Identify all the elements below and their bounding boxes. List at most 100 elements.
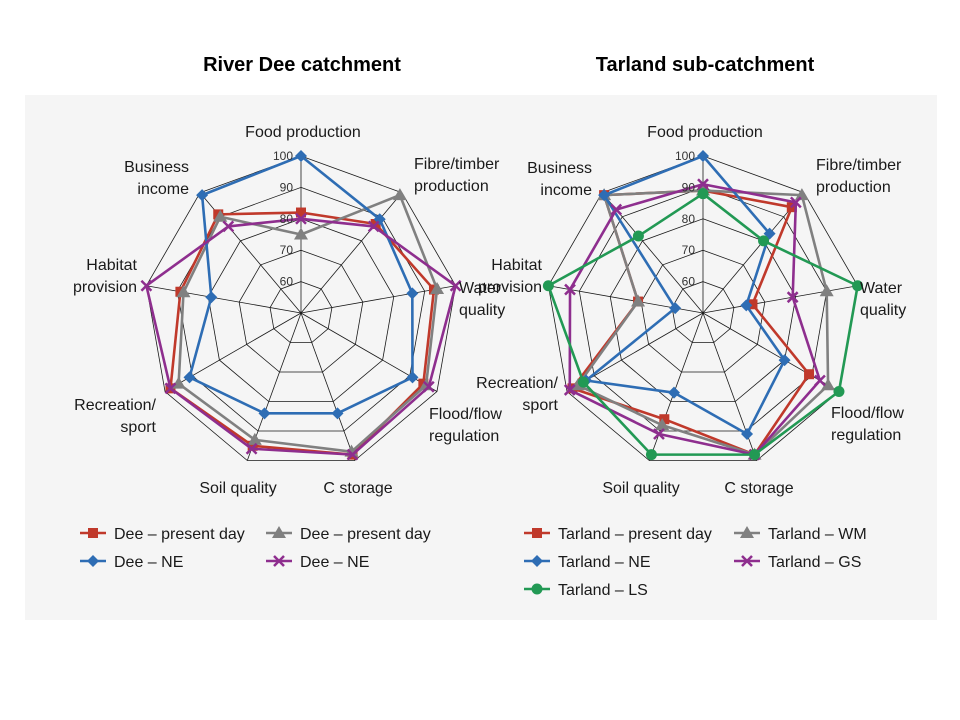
data-point <box>406 371 419 384</box>
data-point <box>392 188 407 201</box>
axis-label: Soil quality <box>199 480 276 497</box>
legend-marker <box>272 526 286 538</box>
legend-item: Tarland – LS <box>524 582 648 599</box>
series-1 <box>171 188 445 457</box>
data-point <box>247 432 262 445</box>
data-point <box>213 209 228 222</box>
legend-label: Tarland – NE <box>558 554 651 571</box>
data-point <box>814 374 826 387</box>
data-point <box>833 386 845 397</box>
legend-marker <box>740 526 754 538</box>
data-point <box>222 220 235 233</box>
tick-label: 70 <box>682 243 696 257</box>
chart-title: River Dee catchment <box>203 54 401 76</box>
series-4 <box>542 188 864 461</box>
series-line <box>188 154 414 415</box>
data-point <box>632 230 644 242</box>
grid-spoke <box>702 285 858 314</box>
legend-marker <box>87 555 99 567</box>
data-point <box>171 376 186 389</box>
grid-ring <box>671 281 735 343</box>
data-point <box>786 291 799 304</box>
series-line <box>568 182 822 456</box>
series-2 <box>580 150 791 440</box>
tick-label: 90 <box>682 180 696 194</box>
data-point <box>852 280 864 292</box>
axis-label: Food production <box>245 124 361 141</box>
data-point <box>331 407 344 420</box>
axis-label: Soil quality <box>602 480 679 497</box>
axis-label: C storage <box>323 480 392 497</box>
axis-label: Recreation/sport <box>476 375 558 414</box>
data-point <box>406 287 419 300</box>
data-point <box>740 299 753 312</box>
data-point <box>295 212 307 225</box>
data-point <box>697 150 709 162</box>
legend-item: Dee – NE <box>266 554 369 571</box>
legend-label: Dee – NE <box>114 554 183 571</box>
data-point <box>804 369 815 380</box>
grid-ring <box>547 155 859 461</box>
tick-label: 80 <box>280 212 294 226</box>
data-point <box>367 220 380 233</box>
legend-label: Dee – present day <box>300 526 431 543</box>
data-point <box>449 279 462 292</box>
grid-ring <box>269 281 333 343</box>
data-point <box>653 428 665 440</box>
series-line <box>177 193 439 453</box>
data-point <box>655 418 670 431</box>
tick-label: 100 <box>675 149 695 163</box>
legend-marker <box>532 528 542 538</box>
data-point <box>645 449 657 461</box>
grid-ring <box>238 249 364 373</box>
legend-label: Tarland – WM <box>768 526 867 543</box>
legend-item: Dee – present day <box>266 526 431 543</box>
grid-spoke <box>300 192 403 314</box>
data-point <box>821 378 836 391</box>
data-point <box>749 449 761 461</box>
data-point <box>296 207 306 218</box>
data-point <box>668 386 681 399</box>
series-line <box>547 192 859 456</box>
legend-marker <box>273 555 285 567</box>
data-point <box>563 384 576 396</box>
series-2 <box>183 150 419 420</box>
data-point <box>176 285 191 298</box>
legend-marker <box>531 555 543 567</box>
data-point <box>778 354 791 367</box>
legend-label: Tarland – GS <box>768 554 861 571</box>
legend-item: Tarland – present day <box>524 526 712 543</box>
axis-label: Recreation/sport <box>74 397 156 436</box>
tick-label: 60 <box>280 275 294 289</box>
tick-label: 90 <box>280 180 294 194</box>
data-point <box>598 189 611 202</box>
data-point <box>697 188 709 200</box>
series-3 <box>140 212 462 461</box>
legend-item: Dee – present day <box>80 526 245 543</box>
legend-marker <box>531 583 543 595</box>
data-point <box>205 291 218 304</box>
data-point <box>183 371 196 384</box>
data-point <box>346 448 359 461</box>
data-point <box>741 427 754 440</box>
data-point <box>794 188 809 201</box>
legend-marker <box>741 555 753 567</box>
data-point <box>542 280 554 292</box>
axis-label: C storage <box>724 480 793 497</box>
data-point <box>610 203 623 216</box>
data-point <box>747 299 758 310</box>
data-point <box>577 376 589 388</box>
series-line <box>145 217 457 456</box>
tick-label: 80 <box>682 212 696 226</box>
legend-label: Tarland – LS <box>558 582 648 599</box>
